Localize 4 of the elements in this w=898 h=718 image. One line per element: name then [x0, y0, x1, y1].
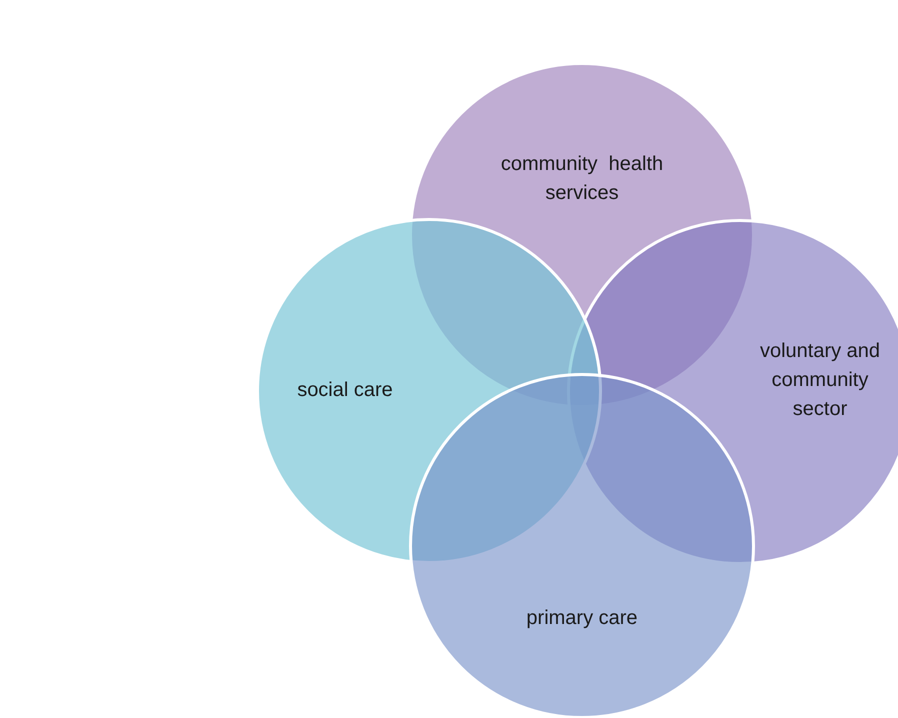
circle-label: primary care	[525, 606, 639, 631]
circle-label: voluntary and community sector	[758, 339, 882, 422]
circle-label: social care	[296, 378, 394, 403]
circle-label: community health services	[500, 152, 664, 206]
